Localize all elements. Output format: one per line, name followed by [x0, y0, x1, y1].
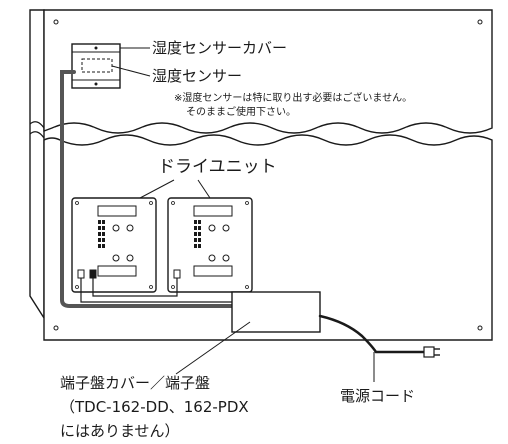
label-terminal-2: （TDC-162-DD、162-PDX — [60, 398, 249, 416]
dry-unit-2 — [167, 197, 253, 293]
dry-unit-1 — [71, 197, 157, 293]
connector-unit1-b — [89, 269, 97, 279]
label-sensor-cover: 湿度センサーカバー — [152, 39, 287, 57]
screw-top-left — [53, 19, 59, 25]
terminal-cover — [231, 291, 321, 333]
label-terminal-3: にはありません） — [60, 422, 180, 440]
sensor-cable — [60, 70, 234, 308]
connector-unit2 — [173, 269, 181, 279]
cabinet-front-upper — [43, 9, 493, 134]
leader-terminal — [175, 321, 251, 375]
leader-dry-unit-left — [139, 179, 175, 199]
wire-unit1-b — [92, 278, 178, 297]
leader-sensor — [111, 65, 151, 77]
side-wall-break — [29, 121, 45, 139]
humidity-sensor — [81, 58, 113, 73]
screw-bottom-right — [477, 325, 483, 331]
label-sensor: 湿度センサー — [152, 67, 242, 85]
wire-unit1-a — [80, 278, 232, 303]
cabinet-side-wall — [29, 9, 45, 321]
power-plug-icon — [423, 346, 440, 358]
label-dry-unit: ドライユニット — [158, 157, 277, 177]
humidity-sensor-cover — [71, 43, 121, 89]
connector-unit1-a — [77, 269, 85, 279]
note-line-2: そのままご使用下さい。 — [186, 105, 296, 118]
label-terminal-1: 端子盤カバー／端子盤 — [60, 374, 210, 392]
label-power-cord: 電源コード — [340, 387, 415, 405]
leader-dry-unit-right — [197, 179, 211, 199]
power-cord — [318, 314, 426, 354]
screw-bottom-left — [53, 325, 59, 331]
note-line-1: ※湿度センサーは特に取り出す必要はございません。 — [174, 91, 412, 104]
screw-top-right — [477, 19, 483, 25]
